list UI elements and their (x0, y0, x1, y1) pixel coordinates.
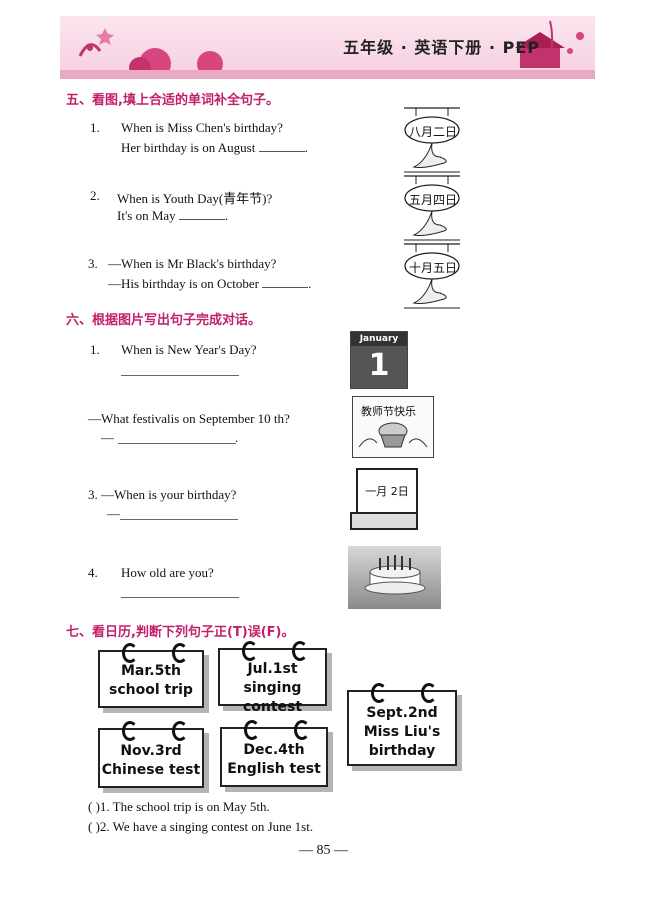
section-7-heading: 七、看日历,判断下列句子正(T)误(F)。 (66, 625, 295, 640)
answer-paren[interactable]: ( ) (88, 799, 100, 814)
answer-blank[interactable] (258, 139, 305, 152)
calendar-card: Nov.3rd Chinese test (98, 721, 204, 788)
page-title: 五年级 · 英语下册 · PEP (343, 38, 540, 57)
scroll-label: 八月二日 (408, 125, 457, 139)
birthday-cake-image (348, 546, 441, 609)
calendar-card: Dec.4th English test (220, 720, 328, 787)
s6-q2-num: —What festivalis on September 10 th? (88, 411, 290, 426)
ring-icon (421, 683, 437, 703)
answer-line[interactable] (121, 596, 239, 598)
page-number: — 85 — (299, 843, 348, 858)
s5-q2-question: When is Youth Day(青年节)? (117, 191, 273, 206)
s7-statement-2: ( )2. We have a singing contest on June … (88, 819, 314, 834)
answer-paren[interactable]: ( ) (88, 819, 100, 834)
section-5-heading: 五、看图,填上合适的单词补全句子。 (66, 93, 279, 108)
answer-line[interactable] (118, 442, 236, 444)
calendar-scroll-icon (404, 243, 460, 309)
ring-icon (292, 641, 308, 661)
s6-q4-question: How old are you? (121, 565, 214, 580)
ring-icon (242, 641, 258, 661)
calendar-scroll-icon (404, 175, 460, 241)
desk-calendar-image: 一月 2日 (348, 466, 418, 532)
s5-q3-question: —When is Mr Black's birthday? (108, 256, 277, 271)
s6-q1-num: 1. (90, 342, 100, 357)
section-6-heading: 六、根据图片写出句子完成对话。 (66, 313, 262, 328)
s5-q3-answer: —His birthday is on October . (108, 275, 312, 291)
calendar-card: Mar.5th school trip (98, 643, 204, 708)
header-banner (60, 16, 595, 78)
s5-q1-question: When is Miss Chen's birthday? (121, 120, 283, 135)
ring-icon (294, 720, 310, 740)
s6-q3-num: 3. —When is your birthday? (88, 487, 237, 502)
s6-q1-question: When is New Year's Day? (121, 342, 257, 357)
s6-q2-answer: — (101, 430, 114, 445)
ring-icon (122, 643, 138, 663)
ring-icon (371, 683, 387, 703)
s7-statement-1: ( )1. The school trip is on May 5th. (88, 799, 270, 814)
ring-icon (244, 720, 260, 740)
s5-q1-num: 1. (90, 120, 100, 135)
ring-icon (172, 643, 188, 663)
s5-q3-num: 3. (88, 256, 98, 271)
scroll-label: 五月四日 (408, 193, 457, 207)
s5-q2-answer: It's on May . (117, 207, 229, 223)
calendar-card: Sept.2nd Miss Liu's birthday (347, 683, 457, 766)
scroll-label: 十月五日 (408, 261, 457, 275)
calendar-scroll-icon (404, 107, 460, 173)
answer-line[interactable] (120, 518, 238, 520)
calendar-card: Jul.1st singing contest (218, 641, 327, 715)
s5-q2-num: 2. (90, 188, 100, 203)
banner-strip (60, 70, 595, 79)
teachers-day-card-image: 教师节快乐 (352, 396, 434, 458)
answer-blank[interactable] (262, 275, 309, 288)
s5-q1-answer: Her birthday is on August . (121, 139, 308, 155)
cake-icon (364, 555, 426, 595)
answer-line[interactable] (121, 374, 239, 376)
flower-basket-icon (358, 422, 428, 448)
ring-icon (122, 721, 138, 741)
new-year-calendar-image: January 1 (350, 331, 408, 389)
answer-blank[interactable] (178, 207, 225, 220)
s6-q4-num: 4. (88, 565, 98, 580)
ring-icon (172, 721, 188, 741)
